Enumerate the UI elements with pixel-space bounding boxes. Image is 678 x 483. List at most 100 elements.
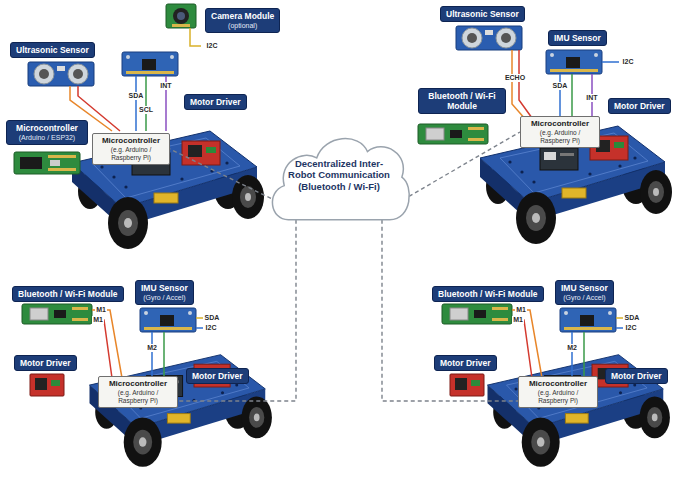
dashed-link [409,132,520,196]
label-box: Motor Driver [605,368,668,384]
box-title: Motor Driver [192,371,243,381]
ultrasonic-module [28,62,94,86]
wireless-module [418,124,488,144]
signal-label: SDA [204,314,221,322]
wires-part [92,310,122,378]
signal-label: INT [159,82,172,90]
box-title: IMU Sensor [141,283,188,293]
signal-label: I2C [205,324,218,332]
signal-label: SDA [624,314,641,322]
box-title: Microcontroller [523,379,593,389]
label-box: Bluetooth / Wi-Fi Module [418,88,506,114]
box-title: Bluetooth / Wi-Fi Module [18,289,118,299]
signal-label: M1 [515,306,527,314]
robot-bottom-right [442,304,670,467]
robot-body [90,355,272,467]
wires-part [571,332,573,378]
label-box: Ultrasonic Sensor [440,6,525,22]
robot-body [480,126,672,244]
label-box: Motor Driver [184,94,247,110]
wireless-module [442,304,512,324]
signal-label: M1 [92,316,104,324]
wires [512,50,619,120]
box-subtitle: (e.g. Arduino / Raspberry Pi) [523,389,593,405]
signal-label: SDA [552,82,569,90]
box-title: Microcontroller [103,379,173,389]
driver-board [450,374,484,396]
wires-part [519,50,532,118]
label-box: Motor Driver [434,355,497,371]
cloud-node: Decentralized Inter-Robot Communication … [266,126,412,224]
box-title: Bluetooth / Wi-Fi Module [438,289,538,299]
camera-module [166,4,196,28]
label-box: Microcontroller(Arduino / ESP32) [6,120,88,145]
label-box: Motor Driver [186,368,249,384]
box-title: IMU Sensor [561,283,608,293]
dashed-link [178,220,296,401]
imu-module [560,308,616,332]
box-subtitle: (e.g. Arduino / Raspberry Pi) [525,129,595,145]
ultrasonic-module [456,26,522,50]
imu-module [546,50,602,74]
box-title: Microcontroller [525,119,595,129]
box-title: Motor Driver [611,371,662,381]
cloud-outline [272,139,409,220]
signal-label: M2 [146,344,158,352]
box-title: Microcontroller [12,123,82,133]
dashed-link [382,220,518,401]
controller-box: Microcontroller(e.g. Arduino / Raspberry… [92,133,170,165]
wires-part [512,320,532,378]
robot-body [72,131,264,249]
box-title: Motor Driver [614,101,665,111]
wires-part [571,74,573,118]
box-title: Ultrasonic Sensor [16,45,89,55]
box-subtitle: (e.g. Arduino / Raspberry Pi) [97,146,165,162]
controller-box: Microcontroller(e.g. Arduino / Raspberry… [98,376,178,408]
wires-part [559,74,561,118]
controller-box: Microcontroller(e.g. Arduino / Raspberry… [518,376,598,408]
box-title: Motor Driver [20,358,71,368]
driver-board [30,374,64,396]
box-title: Bluetooth / Wi-Fi Module [424,91,500,111]
wires-part [196,317,203,319]
label-box: Motor Driver [608,98,671,114]
signal-label: SDA [128,92,145,100]
wires-part [196,327,203,329]
box-title: Motor Driver [440,358,491,368]
signal-label: M2 [566,344,578,352]
label-box: Bluetooth / Wi-Fi Module [432,286,544,302]
wires-part [190,28,201,46]
controller-box: Microcontroller(e.g. Arduino / Raspberry… [520,116,600,148]
label-box: Ultrasonic Sensor [10,42,95,58]
signal-label: ECHO [504,74,526,82]
box-title: Ultrasonic Sensor [446,9,519,19]
box-subtitle: (Arduino / ESP32) [12,133,82,142]
signal-label: I2C [625,324,638,332]
dashed-link [170,149,271,198]
box-subtitle: (optional) [211,21,274,30]
wires-part [602,61,619,63]
cloud-text: Decentralized Inter-Robot Communication … [286,158,392,193]
label-box: Motor Driver [14,355,77,371]
wires-part [583,332,585,378]
box-subtitle: (e.g. Arduino / Raspberry Pi) [103,389,173,405]
signal-label: INT [585,94,598,102]
box-title: Decentralized Inter-Robot Communication … [286,158,392,193]
signal-label: I2C [622,58,635,66]
wires-part [512,310,542,378]
label-box: Camera Module(optional) [205,8,280,33]
signal-label: M1 [95,306,107,314]
signal-label: I2C [206,42,219,50]
box-subtitle: (Gyro / Accel) [561,293,608,302]
label-box: IMU Sensor [548,30,607,46]
robot-top-right [418,26,672,244]
box-title: Motor Driver [190,97,241,107]
signal-label: SCL [138,106,154,114]
label-box: IMU Sensor(Gyro / Accel) [555,280,614,305]
box-title: Microcontroller [97,136,165,146]
wires-part [135,76,137,131]
wires-part [616,327,623,329]
box-title: IMU Sensor [554,33,601,43]
